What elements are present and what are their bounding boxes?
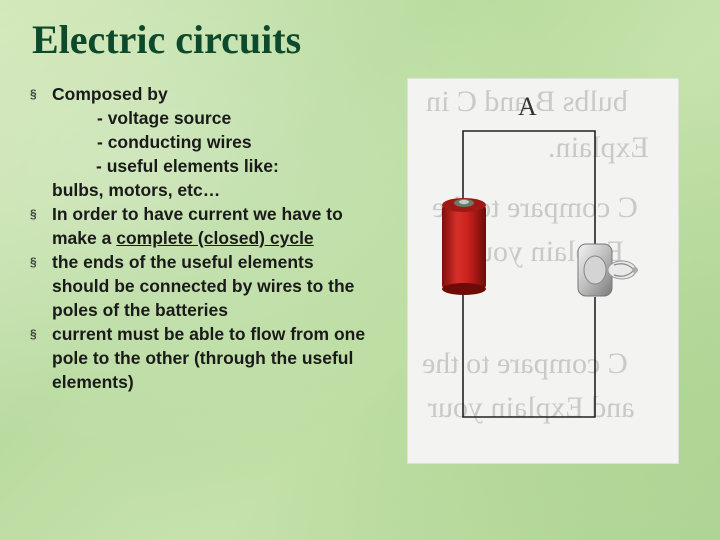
bullet-marker-icon: § (30, 87, 37, 101)
bullet-marker-icon: § (30, 207, 37, 221)
bullet-text: the ends of the useful elements should b… (52, 252, 355, 320)
circuit-label: A (518, 92, 537, 121)
sub-item-useful-elements: - useful elements like: (96, 156, 279, 176)
bullet-current-flow: § current must be able to flow from one … (30, 322, 375, 394)
bullet-text: current must be able to flow from one po… (52, 324, 366, 392)
bullet-composed-by: § Composed by - voltage source - conduct… (30, 82, 375, 202)
bullet-text: In order to have current we have to make… (52, 204, 343, 248)
underlined-phrase: complete (closed) cycle (116, 228, 314, 248)
sub-item-conducting-wires: - conducting wires (97, 132, 252, 152)
bullet-ends-connected: § the ends of the useful elements should… (30, 250, 375, 322)
circuit-diagram: A (442, 92, 638, 418)
bullet-list: § Composed by - voltage source - conduct… (30, 82, 375, 394)
sub-item-continuation: bulbs, motors, etc… (52, 180, 221, 200)
bulb-icon (577, 243, 638, 297)
sub-item-voltage-source: - voltage source (97, 108, 232, 128)
battery-icon (442, 198, 486, 295)
bullet-text: Composed by (52, 84, 168, 104)
bullet-current-cycle: § In order to have current we have to ma… (30, 202, 375, 250)
bullet-marker-icon: § (30, 327, 37, 341)
wire-top (462, 130, 596, 245)
wire-bottom (462, 291, 596, 418)
circuit-photo: bulbs B and C in Explain. C compare to t… (407, 78, 679, 464)
slide-title: Electric circuits (32, 17, 302, 62)
bullet-marker-icon: § (30, 255, 37, 269)
